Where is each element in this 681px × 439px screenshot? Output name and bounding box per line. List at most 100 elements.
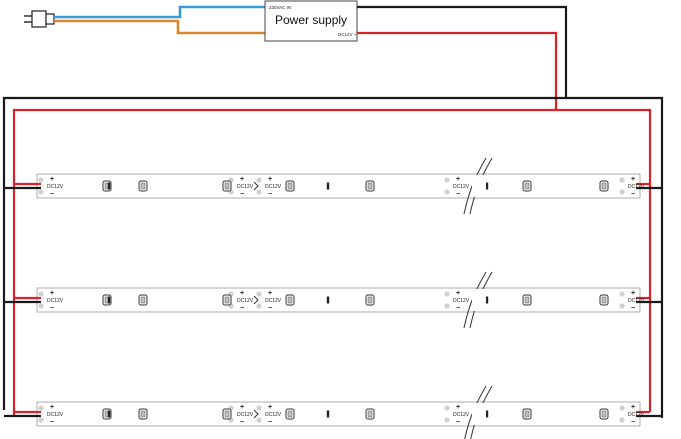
cut-mark xyxy=(253,181,259,191)
led-chip xyxy=(222,294,232,306)
voltage-label: DC12V xyxy=(47,412,64,418)
ac-live-wire xyxy=(54,5,265,19)
led-lens xyxy=(524,410,530,418)
strip-body xyxy=(36,401,641,427)
solder-pad xyxy=(256,291,262,297)
voltage-label: DC12V xyxy=(47,298,64,304)
solder-pad xyxy=(619,405,625,411)
voltage-label: DC12V xyxy=(47,184,64,190)
led-chip xyxy=(138,180,148,192)
solder-pad xyxy=(619,303,625,309)
resistor xyxy=(485,182,489,190)
plus-sign: + xyxy=(456,176,460,183)
led-chip xyxy=(522,294,532,306)
voltage-label: DC12V xyxy=(265,412,282,418)
minus-sign: − xyxy=(456,305,460,312)
solder-pad xyxy=(256,417,262,423)
solder-pad xyxy=(38,177,44,183)
solder-pad xyxy=(444,417,450,423)
voltage-label: DC12V xyxy=(453,298,470,304)
led-lens xyxy=(367,410,373,418)
minus-sign: − xyxy=(240,419,244,426)
voltage-label: DC12V xyxy=(265,298,282,304)
solder-pad xyxy=(38,405,44,411)
voltage-label: DC12V xyxy=(628,412,645,418)
resistor xyxy=(326,182,330,190)
minus-sign: − xyxy=(240,191,244,198)
led-chip xyxy=(222,408,232,420)
minus-sign: − xyxy=(631,305,635,312)
plus-sign: + xyxy=(631,404,635,411)
break-gap xyxy=(472,403,486,425)
led-strip-row-1: +−DC12V+−DC12V+−DC12V+−DC12V+−DC12V xyxy=(4,157,662,215)
led-chip xyxy=(138,294,148,306)
voltage-label: DC12V xyxy=(453,412,470,418)
minus-sign: − xyxy=(268,419,272,426)
cut-mark xyxy=(253,409,259,419)
plus-sign: + xyxy=(631,290,635,297)
dc-positive-feed xyxy=(357,31,558,110)
led-lens xyxy=(287,182,293,190)
strip-body xyxy=(36,173,641,199)
minus-sign: − xyxy=(240,305,244,312)
voltage-label: DC12V xyxy=(628,184,645,190)
solder-pad xyxy=(256,189,262,195)
ac-neutral-wire xyxy=(54,19,265,35)
psu-output-label: DC12V + xyxy=(338,32,357,37)
solder-pad xyxy=(256,177,262,183)
solder-pad xyxy=(619,177,625,183)
solder-pad xyxy=(444,291,450,297)
plus-sign: + xyxy=(631,176,635,183)
solder-pad xyxy=(444,177,450,183)
led-chip xyxy=(599,294,609,306)
led-chip xyxy=(365,180,375,192)
led-lens xyxy=(140,410,146,418)
led-chip xyxy=(365,408,375,420)
led-chip xyxy=(285,180,295,192)
led-lens xyxy=(601,296,607,304)
resistor xyxy=(326,410,330,418)
solder-pad xyxy=(38,303,44,309)
mains-plug-icon xyxy=(24,10,55,28)
solder-pad xyxy=(619,417,625,423)
solder-pad xyxy=(38,417,44,423)
minus-sign: − xyxy=(50,305,54,312)
led-chip xyxy=(365,294,375,306)
led-lens xyxy=(287,296,293,304)
plus-sign: + xyxy=(268,176,272,183)
led-lens xyxy=(224,296,230,304)
psu-title: Power supply xyxy=(275,13,347,27)
led-lens xyxy=(524,182,530,190)
break-gap xyxy=(472,175,486,197)
voltage-label: DC12V xyxy=(237,412,254,418)
led-lens xyxy=(367,296,373,304)
led-chip xyxy=(522,408,532,420)
led-lens xyxy=(287,410,293,418)
solder-pad xyxy=(38,189,44,195)
led-lens xyxy=(367,182,373,190)
dc-negative-feed xyxy=(357,5,568,98)
resistor xyxy=(107,410,111,418)
plus-sign: + xyxy=(50,290,54,297)
power-supply: 230VAC IN Power supply DC12V + xyxy=(264,0,358,42)
resistor xyxy=(485,296,489,304)
led-chip xyxy=(285,408,295,420)
solder-pad xyxy=(444,189,450,195)
solder-pad xyxy=(38,291,44,297)
minus-sign: − xyxy=(456,419,460,426)
plus-sign: + xyxy=(240,176,244,183)
led-lens xyxy=(601,182,607,190)
solder-pad xyxy=(619,189,625,195)
plus-sign: + xyxy=(268,404,272,411)
minus-sign: − xyxy=(50,419,54,426)
minus-sign: − xyxy=(50,191,54,198)
plus-sign: + xyxy=(240,404,244,411)
led-chip xyxy=(222,180,232,192)
led-chip xyxy=(522,180,532,192)
led-lens xyxy=(224,182,230,190)
plus-sign: + xyxy=(456,290,460,297)
plus-sign: + xyxy=(240,290,244,297)
led-strip-row-3: +−DC12V+−DC12V+−DC12V+−DC12V+−DC12V xyxy=(4,385,662,439)
led-chip xyxy=(285,294,295,306)
resistor xyxy=(107,182,111,190)
